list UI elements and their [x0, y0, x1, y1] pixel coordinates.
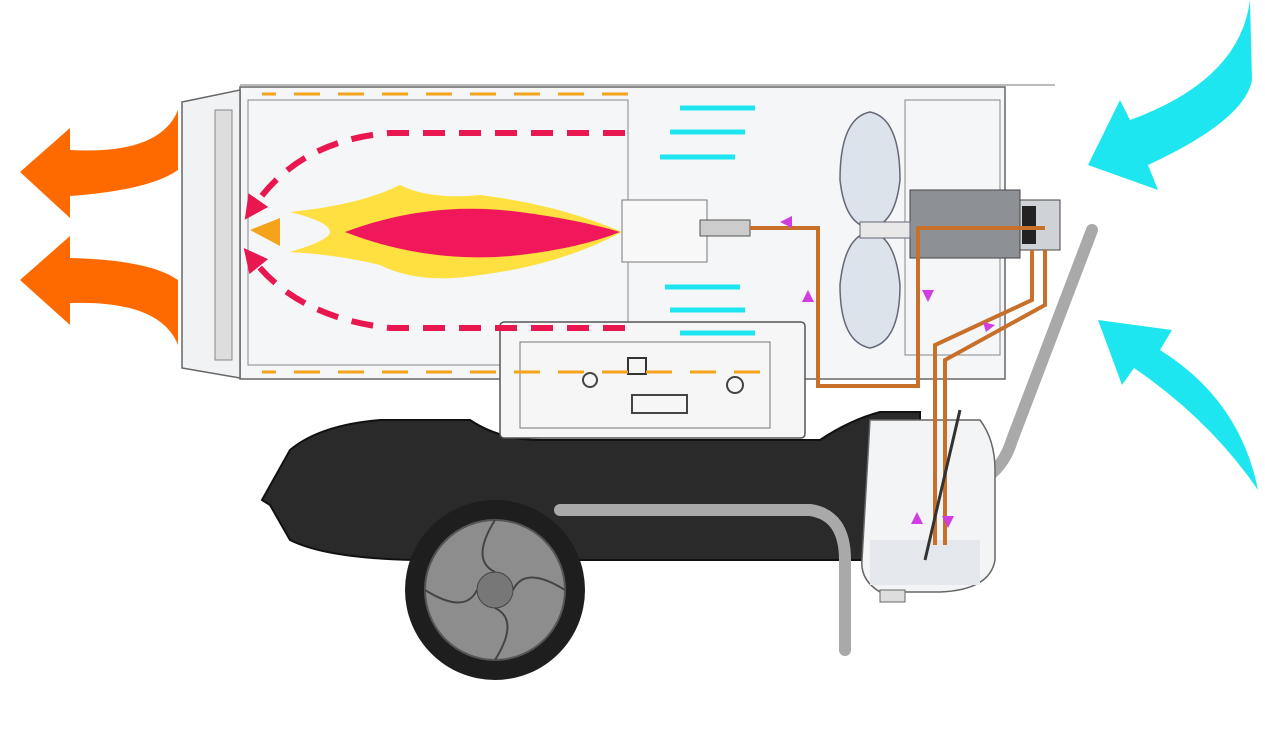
hot-air-arrow-icon — [20, 110, 178, 345]
frame-leg — [554, 504, 851, 656]
wheel-icon — [405, 500, 585, 680]
cold-air-intake-flow — [660, 105, 755, 336]
fuel-flow-arrows — [780, 216, 995, 528]
fuel-tank — [260, 411, 996, 603]
fan-icon — [839, 111, 911, 349]
heat-exchanger-flow — [262, 92, 760, 374]
flame-icon — [250, 185, 622, 279]
combustion-gas-flow — [243, 130, 625, 331]
fuel-pickup-tube — [923, 409, 962, 561]
heater-housing — [181, 84, 1061, 439]
cold-air-arrow-icon — [1088, 0, 1258, 490]
